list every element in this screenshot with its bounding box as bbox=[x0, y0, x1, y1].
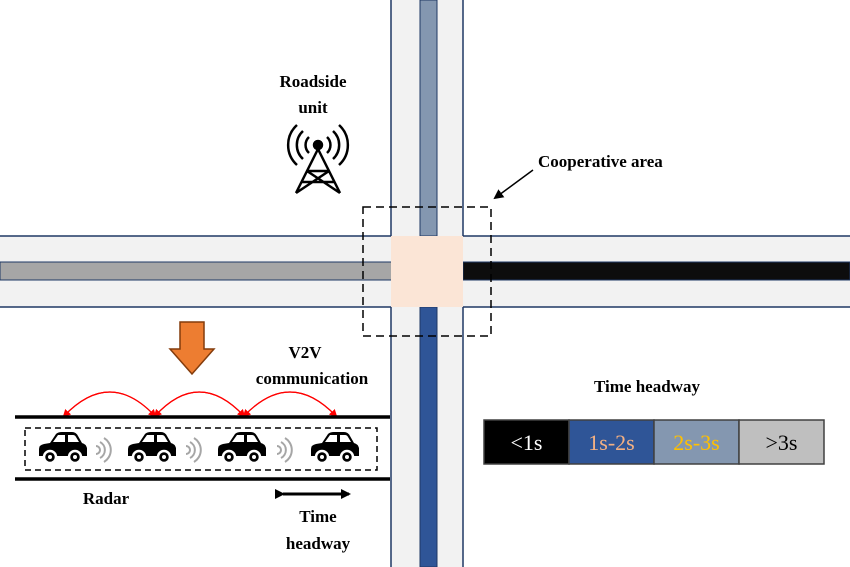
v2v-arc bbox=[242, 391, 337, 418]
west-lane-gray bbox=[0, 261, 393, 281]
radar-wave-icon bbox=[95, 437, 112, 463]
legend-label: <1s bbox=[511, 430, 543, 455]
south-lane-blue bbox=[419, 306, 438, 567]
v2v-label-line2: communication bbox=[256, 369, 369, 388]
cooperative-area-pointer bbox=[493, 169, 534, 200]
car-icon bbox=[37, 430, 89, 465]
legend-swatch bbox=[738, 419, 825, 465]
radio-tower-icon bbox=[286, 124, 350, 195]
legend-label: 2s-3s bbox=[673, 430, 719, 455]
legend-label: 1s-2s bbox=[588, 430, 634, 455]
platoon-box bbox=[24, 427, 378, 471]
north-lane-slate bbox=[419, 0, 438, 237]
down-arrow-icon bbox=[168, 321, 216, 376]
legend: <1s 1s-2s 2s-3s >3s bbox=[483, 419, 825, 465]
time-headway-label-line2: headway bbox=[286, 534, 351, 553]
legend-swatch bbox=[653, 419, 740, 465]
car-icon bbox=[216, 430, 268, 465]
v2v-arc bbox=[153, 391, 245, 418]
v2v-arcs bbox=[62, 391, 338, 418]
intersection-center bbox=[391, 236, 463, 307]
v2v-arc bbox=[63, 391, 157, 418]
legend-label: >3s bbox=[766, 430, 798, 455]
radar-label: Radar bbox=[83, 489, 130, 508]
cooperative-area-box bbox=[362, 206, 492, 337]
roadside-unit-label-line1: Roadside bbox=[279, 72, 347, 91]
roadside-unit-label-line2: unit bbox=[298, 98, 328, 117]
east-lane-black bbox=[462, 261, 850, 281]
car-icon bbox=[309, 430, 361, 465]
radar-wave-icon bbox=[276, 437, 293, 463]
radar-wave-icon bbox=[185, 437, 202, 463]
car-icon bbox=[126, 430, 178, 465]
legend-title: Time headway bbox=[594, 377, 700, 396]
cooperative-area-label: Cooperative area bbox=[538, 152, 663, 171]
time-headway-label-line1: Time bbox=[299, 507, 337, 526]
v2v-label-line1: V2V bbox=[288, 343, 322, 362]
